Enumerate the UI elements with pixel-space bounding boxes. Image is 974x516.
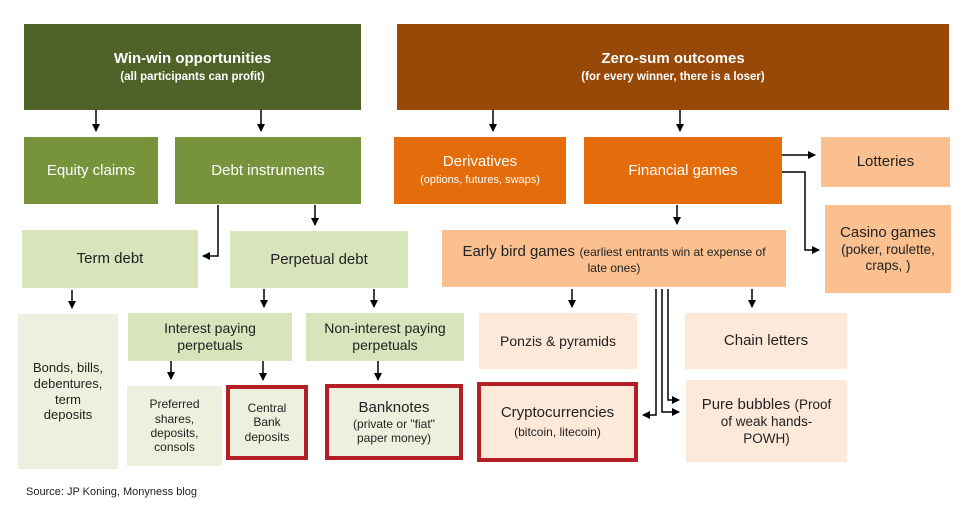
bubbles-line-3: POWH) — [743, 430, 790, 446]
preferred-line-2: shares, — [154, 411, 195, 426]
bonds-line-4: deposits — [43, 407, 93, 423]
preferred-shares-box: Preferred shares, deposits, consols — [127, 386, 222, 466]
central-bank-deposits-box: Central Bank deposits — [226, 385, 308, 460]
non-interest-paying-box: Non-interest paying perpetuals — [306, 313, 464, 361]
bonds-line-3: term — [55, 391, 81, 407]
bubbles-title: Pure bubbles — [701, 396, 791, 414]
bonds-line-2: debentures, — [33, 375, 103, 391]
winwin-header: Win-win opportunities (all participants … — [24, 24, 361, 110]
derivatives-sub: (options, futures, swaps) — [420, 174, 540, 187]
derivatives-box: Derivatives (options, futures, swaps) — [394, 137, 566, 204]
casino-line-2: (poker, roulette, — [841, 241, 935, 257]
central-bank-line-1: Central — [247, 400, 287, 415]
early-bird-desc-2: late ones) — [587, 260, 641, 275]
early-bird-title: Early bird games — [462, 242, 575, 260]
banknotes-title: Banknotes — [358, 398, 430, 416]
banknotes-line-3: paper money) — [356, 431, 432, 445]
equity-claims-box: Equity claims — [24, 137, 158, 204]
zerosum-header: Zero-sum outcomes (for every winner, the… — [397, 24, 949, 110]
perpetual-debt-box: Perpetual debt — [230, 231, 408, 288]
banknotes-box: Banknotes (private or "fiat" paper money… — [325, 384, 463, 460]
zerosum-subtitle: (for every winner, there is a loser) — [581, 70, 765, 83]
chain-letters-box: Chain letters — [685, 313, 847, 369]
bonds-box: Bonds, bills, debentures, term deposits — [18, 314, 118, 469]
bubbles-suffix: (Proof — [794, 397, 832, 413]
casino-title: Casino games — [840, 223, 936, 241]
arrow-earlybird-bubbles-1 — [661, 289, 680, 416]
central-bank-line-3: deposits — [244, 429, 290, 444]
banknotes-line-2: (private or "fiat" — [353, 416, 435, 431]
preferred-line-1: Preferred — [149, 397, 200, 412]
early-bird-desc: (earliest entrants win at expense of — [579, 244, 766, 259]
winwin-subtitle: (all participants can profit) — [120, 70, 265, 83]
arrow-debt-term — [202, 205, 219, 260]
zerosum-title: Zero-sum outcomes — [601, 49, 745, 67]
lotteries-box: Lotteries — [821, 137, 950, 187]
casino-line-3: craps, ) — [865, 258, 911, 273]
cryptocurrencies-box: Cryptocurrencies (bitcoin, litecoin) — [477, 382, 638, 462]
financial-games-box: Financial games — [584, 137, 782, 204]
arrow-earlybird-bubbles-2 — [667, 289, 680, 404]
central-bank-line-2: Bank — [253, 415, 281, 430]
bubbles-line-2: of weak hands- — [720, 414, 813, 430]
preferred-line-3: deposits, — [150, 426, 199, 440]
winwin-title: Win-win opportunities — [113, 49, 272, 67]
crypto-title: Cryptocurrencies — [500, 404, 615, 422]
arrow-games-casino — [782, 171, 820, 254]
term-debt-box: Term debt — [22, 230, 198, 288]
non-interest-line-2: perpetuals — [352, 337, 418, 353]
ponzis-box: Ponzis & pyramids — [479, 313, 637, 369]
derivatives-title: Derivatives — [442, 153, 518, 171]
interest-paying-box: Interest paying perpetuals — [128, 313, 292, 361]
arrow-earlybird-crypto — [642, 289, 657, 419]
bonds-line-1: Bonds, bills, — [32, 360, 104, 376]
crypto-sub: (bitcoin, litecoin) — [514, 425, 601, 440]
preferred-line-4: consols — [154, 440, 195, 455]
non-interest-line-1: Non-interest paying — [324, 320, 446, 337]
early-bird-box: Early bird games (earliest entrants win … — [442, 230, 786, 287]
interest-paying-line-1: Interest paying — [164, 320, 256, 337]
casino-games-box: Casino games (poker, roulette, craps, ) — [825, 205, 951, 293]
pure-bubbles-box: Pure bubbles (Proof of weak hands- POWH) — [686, 380, 847, 462]
source-caption: Source: JP Koning, Monyness blog — [26, 486, 198, 498]
interest-paying-line-2: perpetuals — [177, 337, 243, 353]
debt-instruments-box: Debt instruments — [175, 137, 361, 204]
